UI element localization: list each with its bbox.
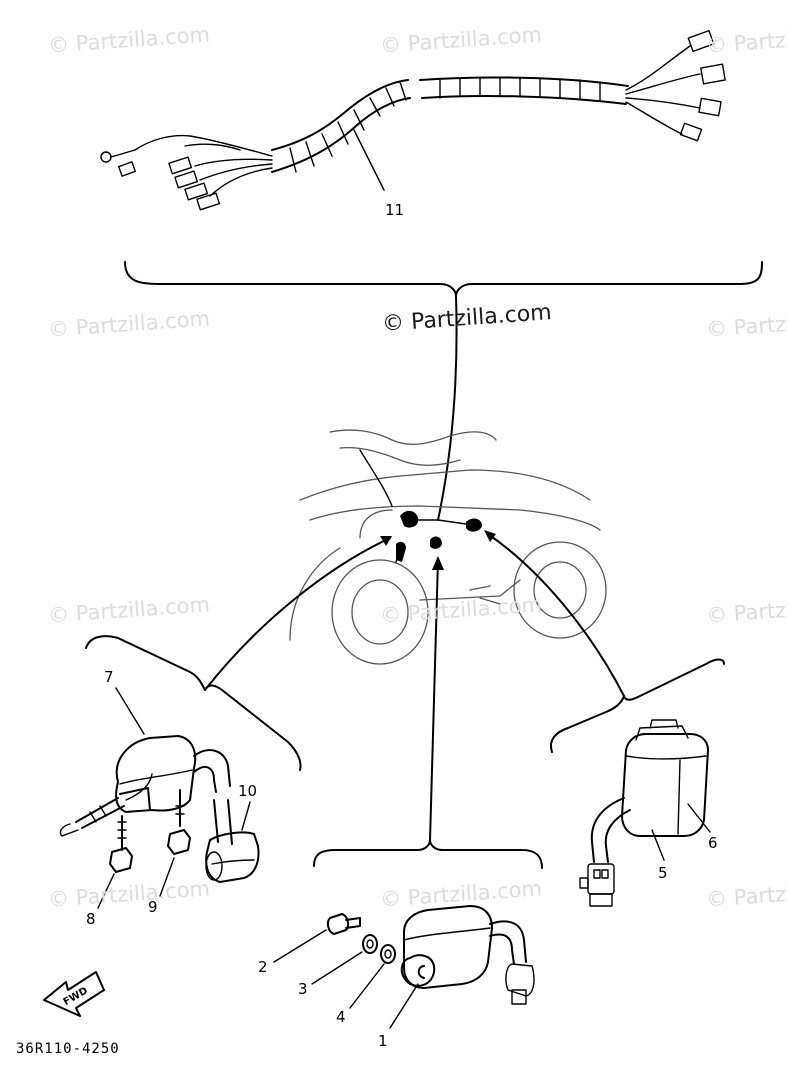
bracket-harness <box>124 261 763 297</box>
callout-3: 3 <box>298 980 308 998</box>
diagram-code: 36R110-4250 <box>16 1041 120 1057</box>
callout-6: 6 <box>708 834 718 852</box>
callout-8: 8 <box>86 910 96 928</box>
callout-10: 10 <box>238 782 257 800</box>
bracket-relay <box>550 658 725 753</box>
relay-unit <box>579 719 709 907</box>
leader-cdi <box>429 559 439 841</box>
callout-2: 2 <box>258 958 268 976</box>
callout-11: 11 <box>385 201 404 219</box>
atv-outline <box>289 429 607 665</box>
leader-relay <box>487 533 625 697</box>
wire-harness <box>100 29 726 211</box>
callout-9: 9 <box>148 898 158 916</box>
bracket-ignition <box>85 635 302 771</box>
fwd-arrow-icon <box>43 971 105 1017</box>
callout-1: 1 <box>378 1032 388 1050</box>
bracket-cdi <box>313 839 543 869</box>
leader-ignition-coil <box>204 537 391 691</box>
callout-7: 7 <box>104 668 114 686</box>
callout-4: 4 <box>336 1008 346 1026</box>
harness-leader <box>437 295 458 521</box>
cdi-unit <box>326 905 535 1005</box>
ignition-coil <box>59 735 260 883</box>
fwd-label: FWD <box>62 985 90 1008</box>
callout-5: 5 <box>658 864 668 882</box>
